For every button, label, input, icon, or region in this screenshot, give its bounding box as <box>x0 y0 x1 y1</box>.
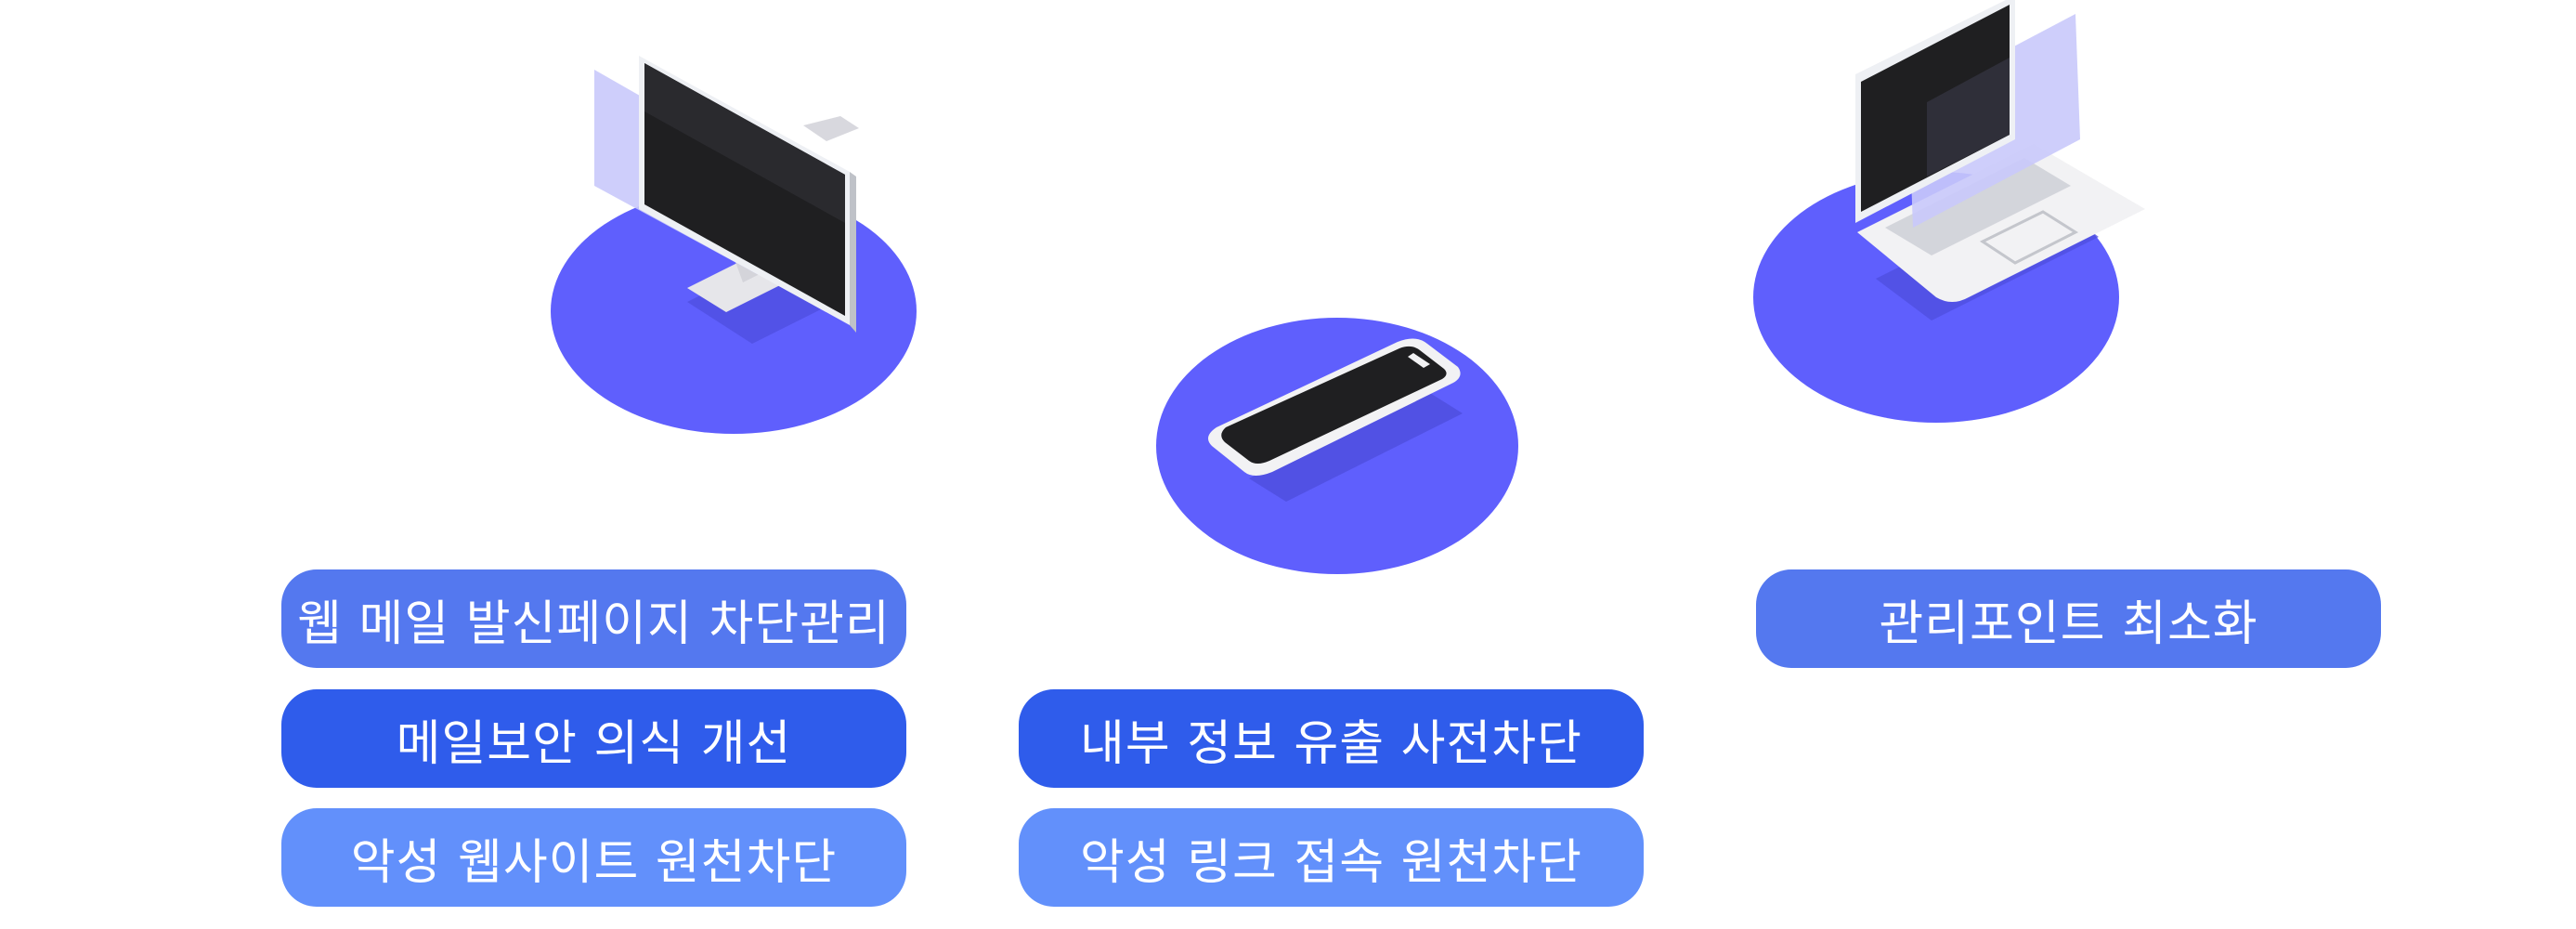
laptop-icon <box>1753 0 2145 423</box>
laptop-keyboard <box>1885 158 2071 255</box>
monitor-side <box>850 172 856 333</box>
monitor-icon <box>551 56 917 434</box>
feature-webmail-block: 웹 메일 발신페이지 차단관리 <box>281 569 906 668</box>
feature-internal-leak-prevention: 내부 정보 유출 사전차단 <box>1019 689 1644 788</box>
laptop-base <box>1857 144 2145 302</box>
feature-minimize-management: 관리포인트 최소화 <box>1756 569 2381 668</box>
feature-malicious-link-block: 악성 링크 접속 원천차단 <box>1019 808 1644 907</box>
laptop-screen-filter-overlay <box>1927 58 2010 177</box>
feature-mail-security-awareness: 메일보안 의식 개선 <box>281 689 906 788</box>
laptop-touchpad <box>1979 210 2079 265</box>
phone-notch <box>1408 353 1430 368</box>
phone-screen <box>1221 346 1447 464</box>
monitor-back-arrow <box>803 116 859 141</box>
smartphone-icon <box>1156 318 1518 574</box>
phone-shadow <box>1249 390 1463 502</box>
feature-malicious-website-block: 악성 웹사이트 원천차단 <box>281 808 906 907</box>
screen-reflection <box>644 63 845 223</box>
